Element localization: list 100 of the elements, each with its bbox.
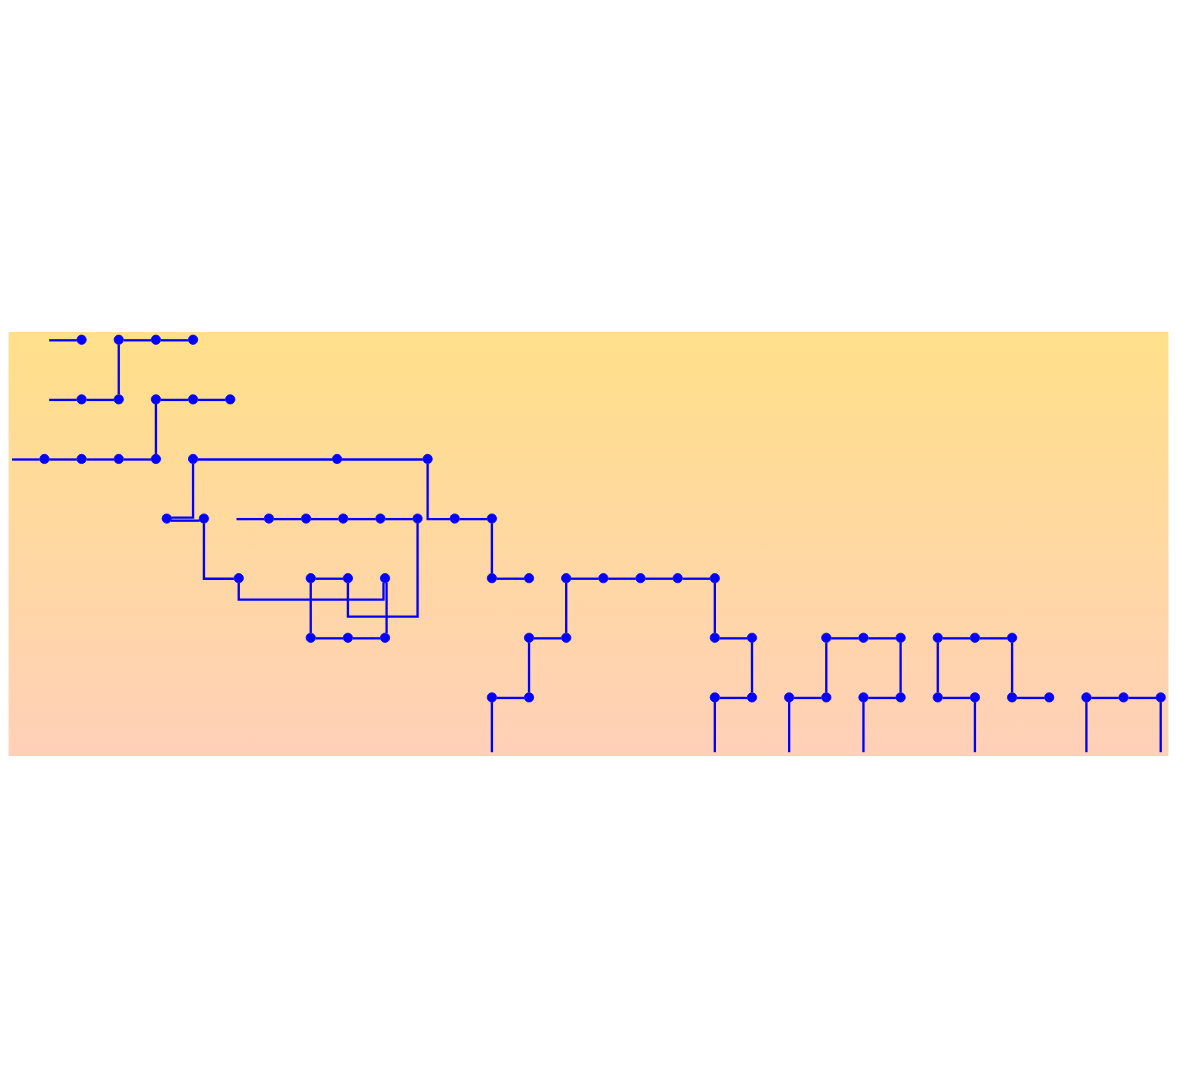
connector	[49, 458, 77, 461]
connector	[117, 344, 120, 395]
connector	[645, 577, 673, 580]
connector	[862, 702, 865, 753]
node-circle	[746, 632, 757, 643]
node-circle	[412, 513, 423, 524]
connector	[348, 517, 376, 521]
node-circle	[422, 453, 433, 464]
connector	[273, 517, 302, 521]
connector	[565, 582, 568, 633]
connector	[1091, 696, 1119, 700]
node-circle	[784, 692, 795, 703]
connector	[825, 642, 828, 693]
node-circle	[76, 394, 87, 405]
node-circle	[76, 453, 87, 464]
connector	[973, 702, 977, 753]
connector	[868, 637, 896, 640]
connector	[496, 577, 525, 580]
node-circle	[524, 692, 535, 703]
connector	[160, 339, 189, 342]
node-circle	[39, 453, 50, 464]
node-circle	[225, 394, 236, 405]
node-circle	[113, 394, 124, 405]
connector	[315, 577, 344, 580]
node-circle	[150, 334, 161, 345]
connector	[202, 523, 234, 580]
node-circle	[76, 334, 87, 345]
node-circle	[524, 573, 535, 584]
connector	[49, 339, 77, 342]
connector	[1010, 642, 1014, 693]
node-circle	[932, 632, 943, 643]
node-circle	[598, 573, 609, 584]
node-circle	[188, 394, 199, 405]
node-circle	[113, 453, 124, 464]
node-circle	[969, 632, 980, 643]
connector	[315, 637, 344, 640]
connector	[352, 637, 381, 640]
connector	[899, 642, 902, 693]
node-circle	[150, 394, 161, 405]
node-circle	[1007, 692, 1018, 703]
node-circle	[895, 632, 906, 643]
node-circle	[263, 513, 274, 524]
node-circle	[161, 513, 172, 524]
node-circle	[1007, 632, 1018, 643]
connector	[868, 696, 896, 700]
connector	[236, 517, 265, 521]
connector	[496, 696, 525, 700]
connector	[1128, 696, 1156, 700]
node-circle	[486, 513, 497, 524]
node-circle	[338, 513, 349, 524]
node-circle	[821, 692, 832, 703]
connector	[171, 519, 200, 522]
connector	[86, 398, 114, 402]
node-circle	[561, 632, 572, 643]
connector	[750, 642, 754, 693]
connector	[197, 398, 226, 402]
connector	[490, 523, 494, 574]
connector	[123, 339, 152, 342]
connector	[942, 696, 971, 700]
connector	[154, 404, 158, 455]
connector	[794, 696, 822, 700]
node-circle	[709, 632, 720, 643]
connector	[719, 696, 748, 700]
connector	[831, 637, 859, 640]
connector	[608, 577, 636, 580]
node-circle	[561, 573, 572, 584]
node-circle	[342, 573, 353, 584]
connector	[237, 582, 385, 601]
connector	[86, 458, 114, 461]
node-circle	[332, 453, 343, 464]
connector	[459, 517, 488, 521]
node-circle	[858, 632, 869, 643]
connector	[1016, 696, 1045, 700]
node-circle	[969, 692, 980, 703]
connector	[346, 523, 419, 618]
node-circle	[672, 573, 683, 584]
node-circle	[746, 692, 757, 703]
connector	[160, 398, 189, 402]
connector	[1085, 702, 1088, 753]
node-circle	[486, 573, 497, 584]
connector	[682, 577, 711, 580]
connector	[490, 702, 494, 753]
node-circle	[301, 513, 312, 524]
node-circle	[1155, 692, 1166, 703]
connector	[788, 702, 791, 753]
node-circle	[305, 632, 316, 643]
node-circle	[188, 334, 199, 345]
connector	[713, 702, 716, 753]
connector	[713, 582, 716, 633]
node-circle	[188, 453, 199, 464]
connector	[571, 577, 599, 580]
node-circle	[233, 573, 244, 584]
connector	[527, 642, 531, 693]
node-circle	[342, 632, 353, 643]
node-circle	[150, 453, 161, 464]
node-circle	[635, 573, 646, 584]
node-circle	[375, 513, 386, 524]
connector	[12, 458, 40, 461]
node-circle	[380, 632, 391, 643]
connector	[385, 582, 388, 634]
